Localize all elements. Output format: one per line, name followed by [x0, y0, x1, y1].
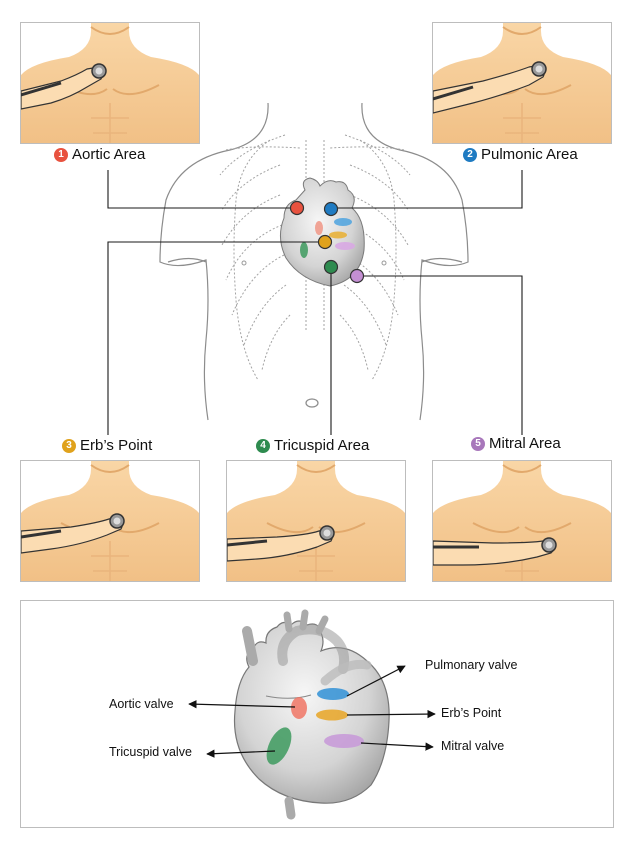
caption-label: Erb’s Point — [80, 437, 153, 454]
aortic-marker — [289, 200, 305, 216]
torso-auscultation-illustration — [433, 23, 611, 143]
caption-label: Aortic Area — [72, 146, 146, 163]
mitral-valve-region — [324, 734, 364, 748]
heart-small — [280, 177, 365, 287]
heart-large — [233, 609, 390, 820]
nipple-left — [241, 260, 247, 266]
heart-detail-illustration — [188, 609, 436, 820]
thumbnail-aortic — [20, 22, 200, 144]
nipple-right — [381, 260, 387, 266]
heart-detail-panel: Aortic valve Tricuspid valve Pulmonary v… — [20, 600, 614, 828]
torso-auscultation-illustration — [21, 461, 199, 581]
caption-erbs-point: 3 Erb’s Point — [62, 437, 152, 454]
torso-auscultation-illustration — [433, 461, 611, 581]
leader-lines — [107, 170, 523, 435]
rib-cage — [219, 134, 411, 381]
label-pulmonary-valve: Pulmonary valve — [425, 658, 518, 672]
number-badge: 4 — [256, 438, 270, 453]
chest-diagram — [107, 102, 523, 435]
torso-auscultation-illustration — [227, 461, 405, 581]
tricuspid-valve-region — [266, 727, 292, 765]
caption-label: Tricuspid Area — [274, 437, 370, 454]
pulmonary-valve-region — [317, 688, 349, 700]
erbs-point-region — [316, 709, 348, 721]
aortic-valve-region — [291, 697, 307, 719]
tricuspid-marker — [323, 259, 339, 275]
caption-label: Pulmonic Area — [481, 146, 578, 163]
number-badge: 2 — [463, 147, 477, 162]
erbs-point-marker — [317, 234, 333, 250]
number-badge: 1 — [54, 147, 68, 162]
body-outline — [159, 102, 469, 421]
label-tricuspid-valve: Tricuspid valve — [109, 745, 192, 759]
label-mitral-valve: Mitral valve — [441, 739, 505, 753]
caption-tricuspid: 4 Tricuspid Area — [256, 437, 369, 454]
caption-mitral: 5 Mitral Area — [471, 435, 561, 452]
thumbnail-erbs-point — [20, 460, 200, 582]
caption-pulmonic: 2 Pulmonic Area — [463, 146, 578, 163]
label-erbs-point: Erb’s Point — [441, 706, 502, 720]
torso-auscultation-illustration — [21, 23, 199, 143]
number-badge: 3 — [62, 438, 76, 453]
label-aortic-valve: Aortic valve — [109, 697, 174, 711]
callout-arrows — [188, 665, 436, 758]
caption-aortic: 1 Aortic Area — [54, 146, 145, 163]
caption-label: Mitral Area — [489, 435, 561, 452]
thumbnail-tricuspid — [226, 460, 406, 582]
thumbnail-pulmonic — [432, 22, 612, 144]
number-badge: 5 — [471, 436, 485, 451]
mitral-marker — [349, 268, 365, 284]
pulmonic-marker — [323, 201, 339, 217]
thumbnail-mitral — [432, 460, 612, 582]
